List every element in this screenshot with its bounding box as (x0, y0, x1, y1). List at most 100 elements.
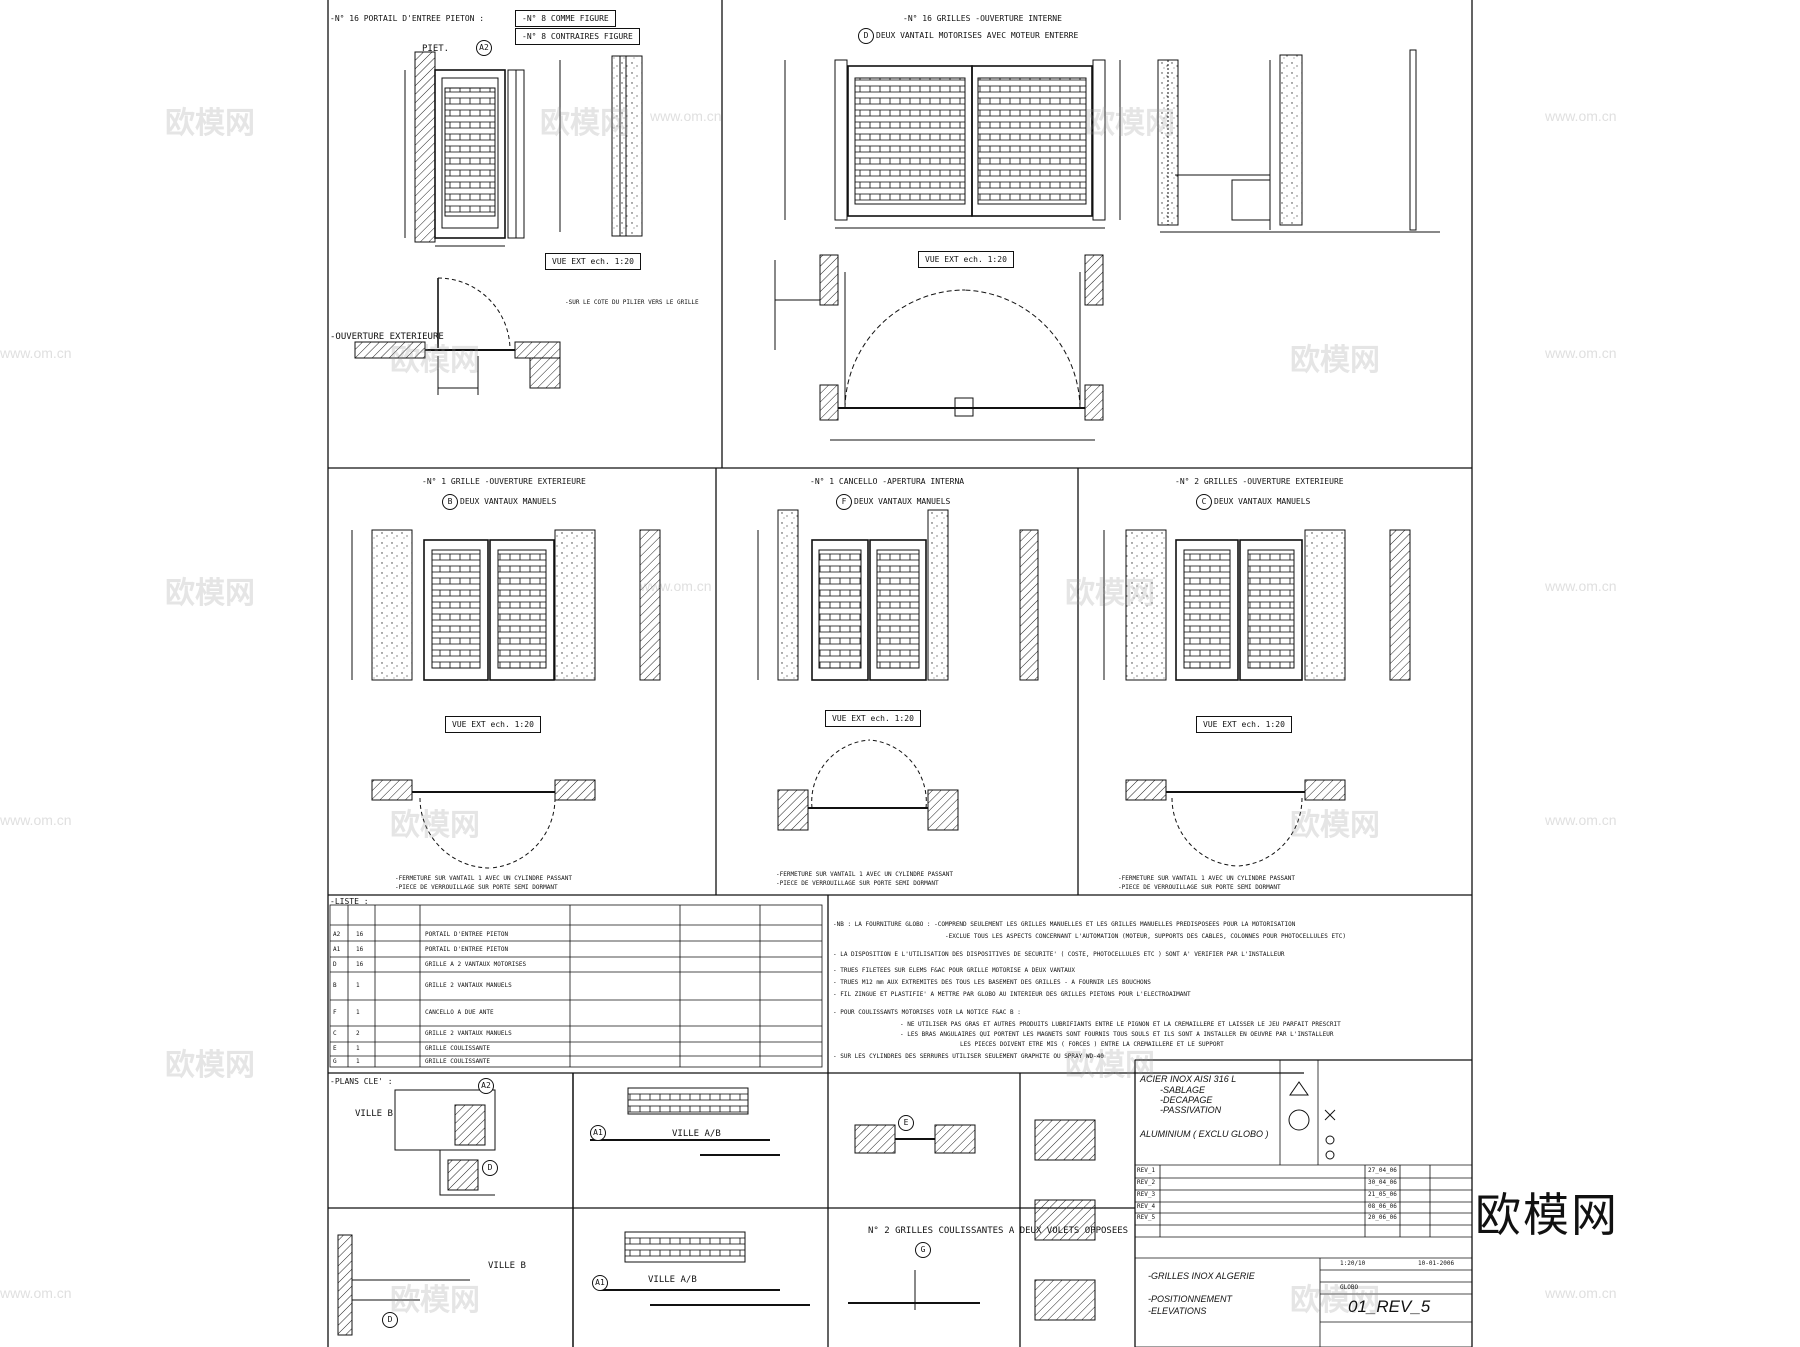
revision-id: REV_5 (1137, 1214, 1156, 1221)
table-cell: CANCELLO A DUE ANTE (425, 1009, 494, 1016)
panel-subtitle: DEUX VANTAUX MANUELS (460, 497, 557, 506)
sliding-title: N° 2 GRILLES COULISSANTES A DEUX VOLETS … (868, 1226, 1129, 1236)
revision-date: 20_06_06 (1368, 1214, 1397, 1221)
table-cell: 1 (356, 1009, 360, 1016)
panel-title: -N° 16 GRILLES -OUVERTURE INTERNE (903, 14, 1062, 23)
watermark-brand: 欧模网 (165, 1049, 255, 1082)
watermark-site: www.om.cn (650, 108, 722, 124)
plans-title: -PLANS CLE' : (330, 1077, 393, 1086)
date-value: 10-01-2006 (1418, 1260, 1455, 1267)
note-text: - FIL ZINGUE ET PLASTIFIE' A METTRE PAR … (833, 991, 1191, 998)
note-text: LES PIECES DOIVENT ETRE MIS ( FORCES ) E… (960, 1041, 1224, 1048)
table-cell: A1 (333, 946, 341, 953)
note-text: - TRUES FILETEES SUR ELEMS F&AC POUR GRI… (833, 967, 1076, 974)
panel-subtitle: DEUX VANTAUX MANUELS (1214, 497, 1311, 506)
marker-label: PIET. (422, 44, 450, 54)
table-cell: E (333, 1045, 337, 1052)
table-cell: GRILLE A 2 VANTAUX MOTORISES (425, 961, 527, 968)
opening-label: -OUVERTURE EXTERIEURE (330, 332, 444, 342)
note-text: -PIECE DE VERROUILLAGE SUR PORTE SEMI DO… (1118, 884, 1281, 891)
material-line: -PASSIVATION (1160, 1105, 1222, 1115)
note-text: -FERMETURE SUR VANTAIL 1 AVEC UN CYLINDR… (776, 871, 954, 878)
description-line: -POSITIONNEMENT (1148, 1294, 1233, 1304)
note-text: - POUR COULISSANTS MOTORISES VOIR LA NOT… (833, 1009, 1021, 1016)
table-cell: GRILLE COULISSANTE (425, 1058, 491, 1065)
table-cell: GRILLE 2 VANTAUX MANUELS (425, 982, 512, 989)
note-text: - LA DISPOSITION E L'UTILISATION DES DIS… (833, 951, 1285, 958)
callout-marker: G (915, 1242, 931, 1258)
panel-title: -N° 1 GRILLE -OUVERTURE EXTERIEURE (422, 477, 586, 486)
plan-label: VILLE A/B (648, 1275, 697, 1285)
table-cell: 16 (356, 961, 364, 968)
watermark-brand: 欧模网 (1065, 577, 1155, 610)
callout-marker: A2 (478, 1078, 494, 1094)
table-cell: A2 (333, 931, 341, 938)
table-cell: 2 (356, 1030, 360, 1037)
tag-label: -N° 8 COMME FIGURE (515, 10, 616, 27)
revision-id: REV_1 (1137, 1167, 1156, 1174)
callout-marker: C (1196, 494, 1212, 510)
table-cell: G (333, 1058, 337, 1065)
revision-date: 08_06_06 (1368, 1203, 1397, 1210)
watermark-brand: 欧模网 (390, 1284, 480, 1317)
watermark-brand: 欧模网 (390, 344, 480, 377)
callout-marker: D (482, 1160, 498, 1176)
note-text: -PIECE DE VERROUILLAGE SUR PORTE SEMI DO… (776, 880, 939, 887)
watermark-site: www.om.cn (1545, 345, 1617, 361)
watermark-brand: 欧模网 (1290, 1284, 1380, 1317)
callout-marker: B (442, 494, 458, 510)
watermark-brand: 欧模网 (165, 577, 255, 610)
watermark-site: www.om.cn (1545, 812, 1617, 828)
watermark-brand: 欧模网 (1065, 1049, 1155, 1082)
revision-date: 21_05_06 (1368, 1191, 1397, 1198)
watermark-site: www.om.cn (0, 812, 72, 828)
watermark-brand: 欧模网 (1085, 107, 1175, 140)
note-text: -FERMETURE SUR VANTAIL 1 AVEC UN CYLINDR… (395, 875, 573, 882)
view-scale-label: VUE EXT ech. 1:20 (918, 251, 1014, 268)
material-line: -SABLAGE (1160, 1085, 1206, 1095)
watermark-brand: 欧模网 (165, 107, 255, 140)
note-text: - TRUES M12 mm AUX EXTREMITES DES TOUS L… (833, 979, 1151, 986)
watermark-brand: 欧模网 (540, 107, 630, 140)
description-line: -ELEVATIONS (1148, 1306, 1207, 1316)
revision-id: REV_2 (1137, 1179, 1156, 1186)
note-text: - SUR LES CYLINDRES DES SERRURES UTILISE… (833, 1053, 1104, 1060)
note-text: -SUR LE COTE DU PILIER VERS LE GRILLE (565, 299, 699, 306)
watermark-logo: 欧模网 (1475, 1189, 1619, 1241)
watermark-site: www.om.cn (640, 578, 712, 594)
watermark-brand: 欧模网 (1290, 809, 1380, 842)
callout-marker: F (836, 494, 852, 510)
company-value: GLOBO (1340, 1284, 1359, 1291)
revision-id: REV_3 (1137, 1191, 1156, 1198)
table-cell: B (333, 982, 337, 989)
sheet-number: 01_REV_5 (1348, 1297, 1431, 1316)
table-cell: F (333, 1009, 337, 1016)
note-text: - LES BRAS ANGULAIRES QUI PORTENT LES MA… (900, 1031, 1334, 1038)
tag-label: -N° 8 CONTRAIRES FIGURE (515, 28, 640, 45)
plan-label: VILLE B (488, 1261, 526, 1271)
watermark-site: www.om.cn (1545, 1285, 1617, 1301)
revision-date: 27_04_06 (1368, 1167, 1397, 1174)
panel-subtitle: DEUX VANTAUX MANUELS (854, 497, 951, 506)
view-scale-label: VUE EXT ech. 1:20 (445, 716, 541, 733)
table-cell: PORTAIL D'ENTREE PIETON (425, 946, 509, 953)
watermark-site: www.om.cn (1545, 108, 1617, 124)
material-line: ACIER INOX AISI 316 L (1140, 1074, 1237, 1084)
note-text: -EXCLUE TOUS LES ASPECTS CONCERNANT L'AU… (945, 933, 1346, 940)
material-line: -DECAPAGE (1160, 1095, 1213, 1105)
note-text: -FERMETURE SUR VANTAIL 1 AVEC UN CYLINDR… (1118, 875, 1296, 882)
table-cell: PORTAIL D'ENTREE PIETON (425, 931, 509, 938)
project-title: -GRILLES INOX ALGERIE (1148, 1271, 1255, 1281)
table-cell: 1 (356, 1045, 360, 1052)
note-text: - NE UTILISER PAS GRAS ET AUTRES PRODUIT… (900, 1021, 1341, 1028)
panel-title: -N° 2 GRILLES -OUVERTURE EXTERIEURE (1175, 477, 1344, 486)
watermark-site: www.om.cn (0, 1285, 72, 1301)
callout-marker: A1 (590, 1125, 606, 1141)
table-cell: GRILLE COULISSANTE (425, 1045, 491, 1052)
note-text: -PIECE DE VERROUILLAGE SUR PORTE SEMI DO… (395, 884, 558, 891)
view-scale-label: VUE EXT ech. 1:20 (1196, 716, 1292, 733)
view-scale-label: VUE EXT ech. 1:20 (825, 710, 921, 727)
table-cell: 1 (356, 1058, 360, 1065)
